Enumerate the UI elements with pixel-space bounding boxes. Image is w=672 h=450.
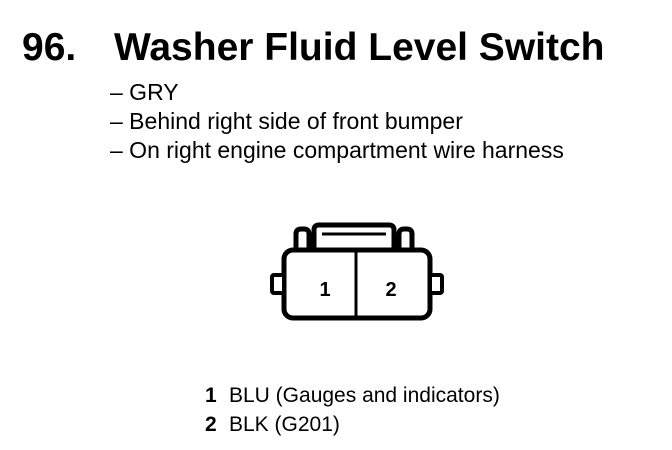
pin-description: BLU (Gauges and indicators) — [229, 384, 500, 407]
pin-number: 1 — [205, 384, 217, 407]
pin-row: 2 BLK (G201) — [205, 410, 500, 439]
connector-side-tab-right — [428, 273, 444, 295]
notes-list: – GRY – Behind right side of front bumpe… — [110, 78, 564, 165]
page-title: 96. Washer Fluid Level Switch — [22, 24, 605, 72]
cavity-label-1: 1 — [319, 279, 330, 301]
component-title: Washer Fluid Level Switch — [114, 26, 605, 69]
connector-face-illustration: 1 2 — [270, 222, 444, 321]
connector-post-left — [293, 226, 312, 250]
connector-diagram: 1 2 — [268, 220, 448, 335]
pinout-list: 1 BLU (Gauges and indicators) 2 BLK (G201) — [205, 381, 500, 439]
connector-side-tab-left — [270, 273, 286, 295]
note-harness: – On right engine compartment wire harne… — [110, 137, 564, 163]
pin-description: BLK (G201) — [229, 413, 340, 436]
note-location: – Behind right side of front bumper — [110, 108, 463, 134]
connector-latch — [311, 222, 397, 250]
note-connector-color: – GRY — [110, 79, 179, 105]
pin-number: 2 — [205, 413, 217, 436]
pin-row: 1 BLU (Gauges and indicators) — [205, 381, 500, 410]
component-number: 96. — [22, 26, 77, 69]
connector-post-right — [396, 226, 415, 250]
cavity-label-2: 2 — [385, 279, 396, 301]
